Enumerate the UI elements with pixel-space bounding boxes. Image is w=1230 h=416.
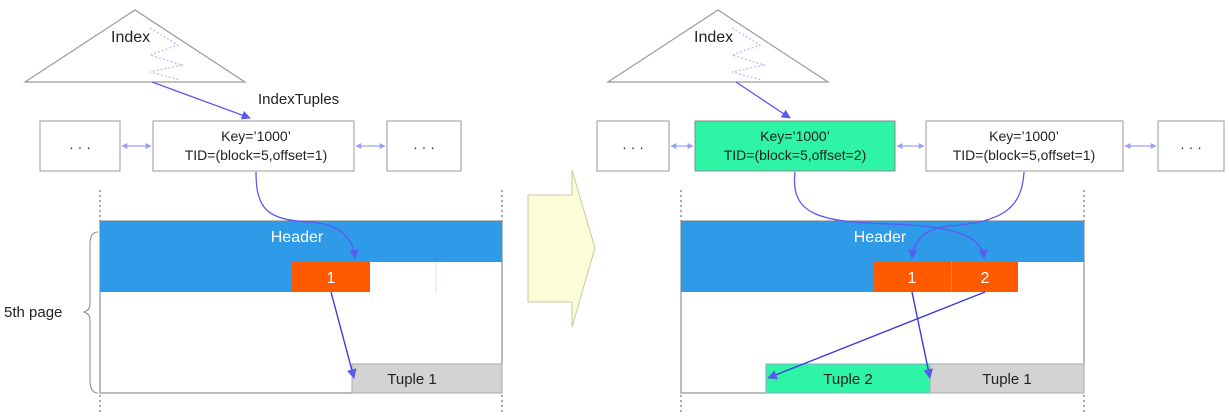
right-tuple-1: Tuple 1	[929, 363, 1085, 394]
svg-text:1: 1	[908, 270, 917, 287]
right-tuple-2: Tuple 2	[765, 363, 931, 394]
svg-text:Tuple 1: Tuple 1	[387, 371, 436, 388]
svg-text:Header: Header	[271, 229, 324, 246]
svg-text:1: 1	[327, 270, 336, 287]
right-line-pointer-2: 2	[952, 262, 1018, 292]
left-tuple-1: Tuple 1	[351, 363, 503, 394]
line-pointer-2-to-tuple-2-arrow	[767, 291, 986, 380]
right-ellipsis-box-right: · · ·	[1157, 120, 1225, 172]
left-index-label: Index	[111, 29, 150, 46]
left-index-tuple-box: Key=’1000’ TID=(block=5,offset=1)	[152, 120, 355, 172]
right-line-pointer-1: 1	[874, 262, 952, 292]
svg-text:Key=’1000’: Key=’1000’	[221, 128, 291, 144]
left-page-header: Header	[100, 221, 502, 292]
index-to-tuple-arrow-left	[151, 81, 251, 120]
right-panel: Index · · · Key=’1000’ TID=(block=5,offs…	[596, 9, 1225, 414]
svg-text:2: 2	[981, 270, 990, 287]
left-ellipsis-box-right: · · ·	[386, 120, 462, 172]
right-ellipsis-box-left: · · ·	[596, 120, 670, 172]
old-tid-to-line-pointer-1-arrow	[908, 171, 1025, 259]
line-pointer-1-to-tuple-1-arrow	[911, 291, 933, 379]
right-index-tree: Index	[605, 9, 831, 83]
svg-text:Key=’1000’: Key=’1000’	[760, 128, 830, 144]
svg-text:TID=(block=5,offset=1): TID=(block=5,offset=1)	[953, 147, 1096, 163]
svg-text:Header: Header	[854, 229, 907, 246]
right-new-index-tuple-box: Key=’1000’ TID=(block=5,offset=2)	[694, 120, 896, 172]
left-page-brace	[82, 231, 99, 394]
svg-text:Tuple 1: Tuple 1	[982, 371, 1031, 388]
line-pointer-to-tuple-arrow-left	[330, 291, 357, 379]
svg-text:Tuple 2: Tuple 2	[823, 371, 872, 388]
new-tid-to-line-pointer-2-arrow	[793, 171, 988, 259]
right-page-header: Header	[681, 221, 1084, 292]
svg-text:· · ·: · · ·	[1180, 139, 1202, 155]
left-index-tuples-label: IndexTuples	[258, 91, 339, 108]
left-ellipsis-box-left: · · ·	[39, 120, 121, 172]
svg-text:· · ·: · · ·	[622, 139, 644, 155]
right-old-index-tuple-box: Key=’1000’ TID=(block=5,offset=1)	[925, 120, 1124, 172]
left-line-pointer-1: 1	[292, 262, 370, 292]
svg-text:TID=(block=5,offset=1): TID=(block=5,offset=1)	[185, 147, 328, 163]
svg-text:· · ·: · · ·	[69, 139, 91, 155]
left-index-tree: Index	[22, 9, 248, 83]
left-page-label: 5th page	[4, 304, 62, 321]
left-panel: Index IndexTuples · · · · · · Key=’1000’…	[4, 9, 503, 414]
svg-text:TID=(block=5,offset=2): TID=(block=5,offset=2)	[724, 147, 867, 163]
tid-to-line-pointer-arrow-left	[255, 171, 359, 259]
svg-text:· · ·: · · ·	[413, 139, 435, 155]
right-index-label: Index	[694, 29, 733, 46]
index-to-tuple-arrow-right	[735, 81, 791, 119]
transition-arrow	[527, 169, 596, 328]
svg-text:Key=’1000’: Key=’1000’	[989, 128, 1059, 144]
